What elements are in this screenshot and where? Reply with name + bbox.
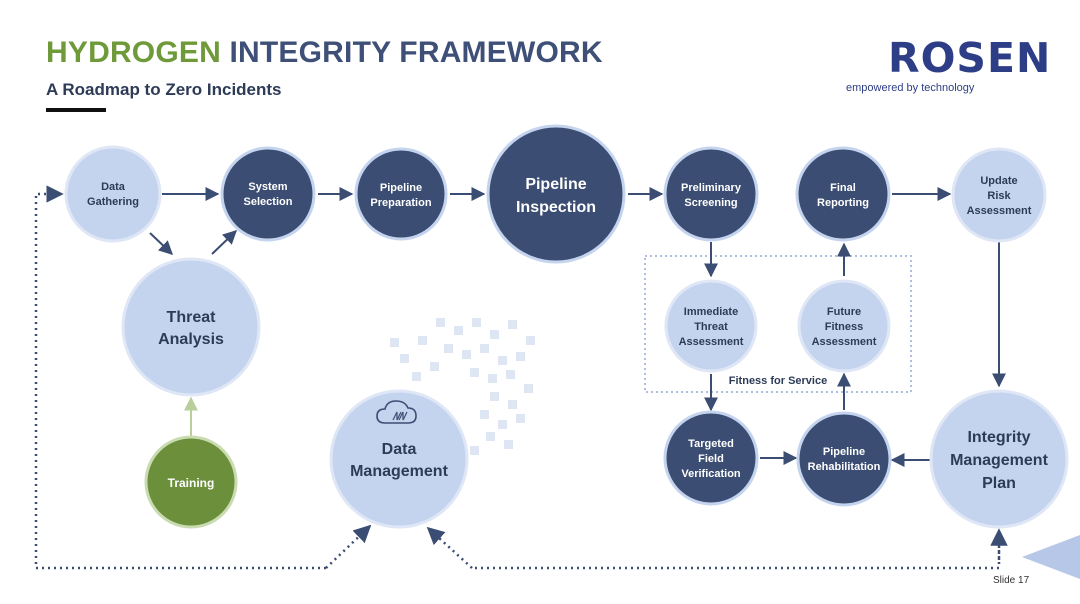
data-gathering-line-1: Data (101, 181, 126, 193)
final-reporting-line-2: Reporting (817, 197, 869, 209)
node-pipeline-rehabilitation: Pipeline Rehabilitation (796, 411, 892, 507)
immediate-threat-line-1: Immediate (684, 306, 738, 318)
targeted-field-line-3: Verification (681, 468, 741, 480)
node-future-fitness-assessment: Future Fitness Assessment (797, 279, 891, 373)
data-gathering-line-2: Gathering (87, 196, 139, 208)
dotted-feedback-loops (34, 185, 1008, 570)
pixel-mosaic-decoration (390, 318, 535, 455)
pipeline-rehab-line-2: Rehabilitation (808, 461, 881, 473)
slide-number: Slide 17 (993, 575, 1030, 586)
node-pipeline-preparation: Pipeline Preparation (354, 147, 448, 241)
logo-wordmark: ROSEN (888, 34, 1052, 82)
node-threat-analysis: Threat Analysis (121, 257, 261, 397)
pipeline-inspection-line-2: Inspection (516, 199, 596, 216)
node-final-reporting: Final Reporting (795, 146, 891, 242)
loop-right (472, 532, 1001, 570)
integrity-plan-line-2: Management (950, 452, 1048, 469)
logo-tagline: empowered by technology (846, 82, 975, 94)
node-preliminary-screening: Preliminary Screening (663, 146, 759, 242)
page-title: HYDROGEN INTEGRITY FRAMEWORK (46, 36, 603, 70)
arrow-threat-to-system (211, 230, 238, 255)
pipeline-preparation-line-1: Pipeline (380, 182, 422, 194)
future-fitness-line-1: Future (827, 306, 861, 318)
loop-to-data-management-left (325, 524, 372, 569)
integrity-plan-line-3: Plan (982, 475, 1016, 492)
integrity-plan-line-1: Integrity (967, 429, 1030, 446)
title-green-part: HYDROGEN (46, 36, 221, 69)
pipeline-inspection-line-1: Pipeline (525, 176, 586, 193)
node-data-gathering: Data Gathering (64, 145, 162, 243)
immediate-threat-line-2: Threat (694, 321, 728, 333)
node-system-selection: System Selection (220, 146, 316, 242)
immediate-threat-line-3: Assessment (679, 336, 744, 348)
loop-left (34, 185, 326, 570)
update-risk-line-3: Assessment (967, 205, 1032, 217)
node-targeted-field-verification: Targeted Field Verification (663, 410, 759, 506)
threat-analysis-line-2: Analysis (158, 331, 224, 348)
data-management-line-2: Management (350, 463, 448, 480)
page-subtitle: A Roadmap to Zero Incidents (46, 80, 282, 99)
pipeline-preparation-line-2: Preparation (370, 197, 431, 209)
flow-arrows (149, 187, 1006, 467)
node-update-risk-assessment: Update Risk Assessment (951, 147, 1047, 243)
title-blue-part: INTEGRITY FRAMEWORK (229, 36, 603, 69)
data-management-line-1: Data (382, 441, 417, 458)
system-selection-line-2: Selection (244, 196, 293, 208)
system-selection-line-1: System (248, 181, 287, 193)
update-risk-line-1: Update (980, 175, 1017, 187)
future-fitness-line-3: Assessment (812, 336, 877, 348)
preliminary-screening-line-1: Preliminary (681, 182, 742, 194)
fitness-for-service-box (644, 255, 912, 393)
node-integrity-management-plan: Integrity Management Plan (929, 389, 1069, 529)
targeted-field-line-2: Field (698, 453, 724, 465)
company-logo: ROSEN empowered by technology (846, 34, 1052, 94)
node-pipeline-inspection: Pipeline Inspection (486, 124, 626, 264)
cloud-icon (376, 400, 417, 424)
loop-to-data-management-right (426, 526, 473, 569)
fitness-for-service-label: Fitness for Service (729, 375, 827, 387)
preliminary-screening-line-2: Screening (684, 197, 737, 209)
pipeline-rehab-line-1: Pipeline (823, 446, 865, 458)
threat-analysis-line-1: Threat (167, 309, 217, 326)
update-risk-line-2: Risk (987, 190, 1011, 202)
final-reporting-line-1: Final (830, 182, 856, 194)
targeted-field-line-1: Targeted (688, 438, 734, 450)
node-training: Training (144, 435, 238, 529)
arrow-data-to-threat (149, 232, 174, 255)
node-data-management: Data Management (329, 389, 469, 529)
future-fitness-line-2: Fitness (825, 321, 864, 333)
node-immediate-threat-assessment: Immediate Threat Assessment (664, 279, 758, 373)
training-label: Training (168, 476, 215, 490)
corner-triangle-decoration (1022, 535, 1080, 579)
title-underline (46, 108, 106, 112)
